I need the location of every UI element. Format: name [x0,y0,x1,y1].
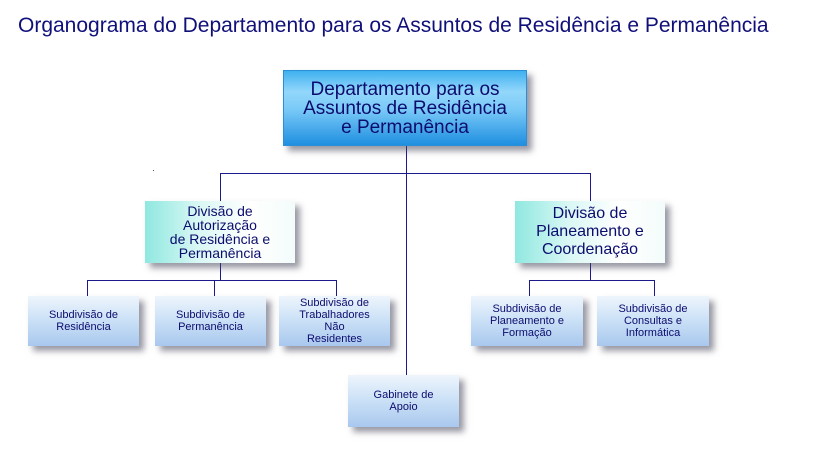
division-planning-label: Divisão de Planeamento e Coordenação [536,205,644,258]
department-label: Departamento para os Assuntos de Residên… [303,78,507,138]
subdivision-permanence-box: Subdivisão de Permanência [155,296,266,346]
division-authorization-label: Divisão de Autorização de Residência e P… [169,203,271,261]
subdivision-consulting-box: Subdivisão de Consultas e Informática [597,296,709,346]
subdivision-workers-label: Subdivisão de Trabalhadores Não Resident… [299,297,370,345]
subdivision-workers-box: Subdivisão de Trabalhadores Não Resident… [279,296,390,346]
support-office-label: Gabinete de Apoio [373,389,434,413]
division-authorization-box: Divisão de Autorização de Residência e P… [145,201,295,263]
subdivision-residence-box: Subdivisão de Residência [28,296,139,346]
chart-title: Organograma do Departamento para os Assu… [18,14,769,37]
subdivision-residence-label: Subdivisão de Residência [48,309,119,333]
subdivision-permanence-label: Subdivisão de Permanência [175,309,246,333]
division-planning-box: Divisão de Planeamento e Coordenação [515,201,665,263]
department-box: Departamento para os Assuntos de Residên… [283,70,527,146]
subdivision-planning-training-box: Subdivisão de Planeamento e Formação [471,296,583,346]
stray-dot [153,170,154,171]
subdivision-consulting-label: Subdivisão de Consultas e Informática [618,303,688,339]
support-office-box: Gabinete de Apoio [348,375,459,427]
subdivision-planning-training-label: Subdivisão de Planeamento e Formação [490,303,564,339]
